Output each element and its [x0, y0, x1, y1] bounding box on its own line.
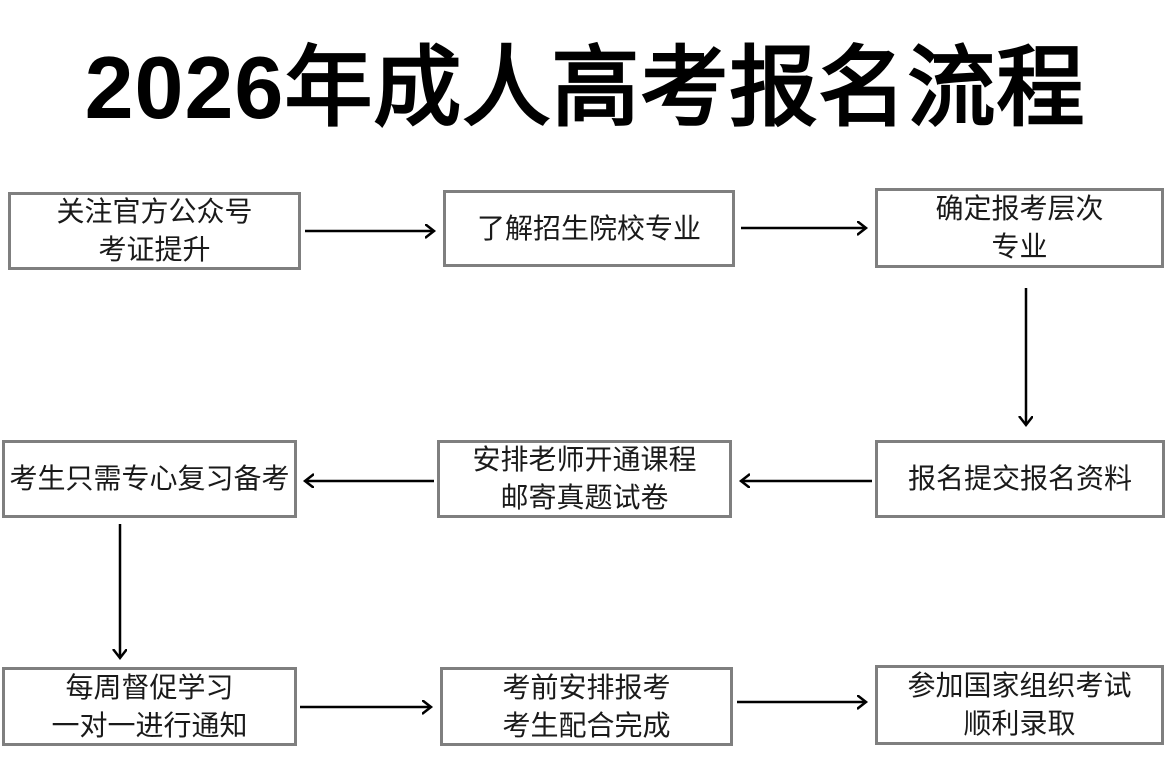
- step-label: 每周督促学习: [65, 671, 234, 703]
- step-label: 关注官方公众号: [56, 196, 253, 227]
- step-label: 顺利录取: [963, 708, 1076, 739]
- step-label: 参加国家组织考试: [907, 670, 1132, 701]
- step-label: 考生配合完成: [502, 709, 671, 741]
- step-box-learn-school-majors: 了解招生院校专业: [443, 190, 735, 267]
- step-label: 考前安排报考: [502, 671, 671, 703]
- step-label: 专业: [991, 231, 1048, 262]
- step-label: 一对一进行通知: [51, 709, 248, 741]
- step-box-submit-materials: 报名提交报名资料: [875, 440, 1165, 518]
- step-label: 考证提升: [98, 234, 211, 265]
- step-box-open-course-mail-papers: 安排老师开通课程 邮寄真题试卷: [437, 440, 732, 518]
- step-box-confirm-level-major: 确定报考层次 专业: [875, 188, 1164, 268]
- step-label: 安排老师开通课程: [472, 444, 697, 475]
- step-label: 报名提交报名资料: [907, 463, 1132, 494]
- step-box-follow-official-account: 关注官方公众号 考证提升: [8, 192, 301, 270]
- page-title: 2026年成人高考报名流程: [84, 38, 1086, 137]
- step-box-focus-on-review: 考生只需专心复习备考: [2, 440, 297, 518]
- step-label: 确定报考层次: [935, 193, 1104, 224]
- step-box-weekly-supervision: 每周督促学习 一对一进行通知: [2, 667, 297, 746]
- step-label: 考生只需专心复习备考: [9, 463, 290, 494]
- step-box-take-exam-admission: 参加国家组织考试 顺利录取: [875, 665, 1164, 745]
- step-box-pre-exam-arrangement: 考前安排报考 考生配合完成: [440, 667, 733, 746]
- step-label: 邮寄真题试卷: [500, 482, 669, 513]
- step-label: 了解招生院校专业: [476, 212, 701, 244]
